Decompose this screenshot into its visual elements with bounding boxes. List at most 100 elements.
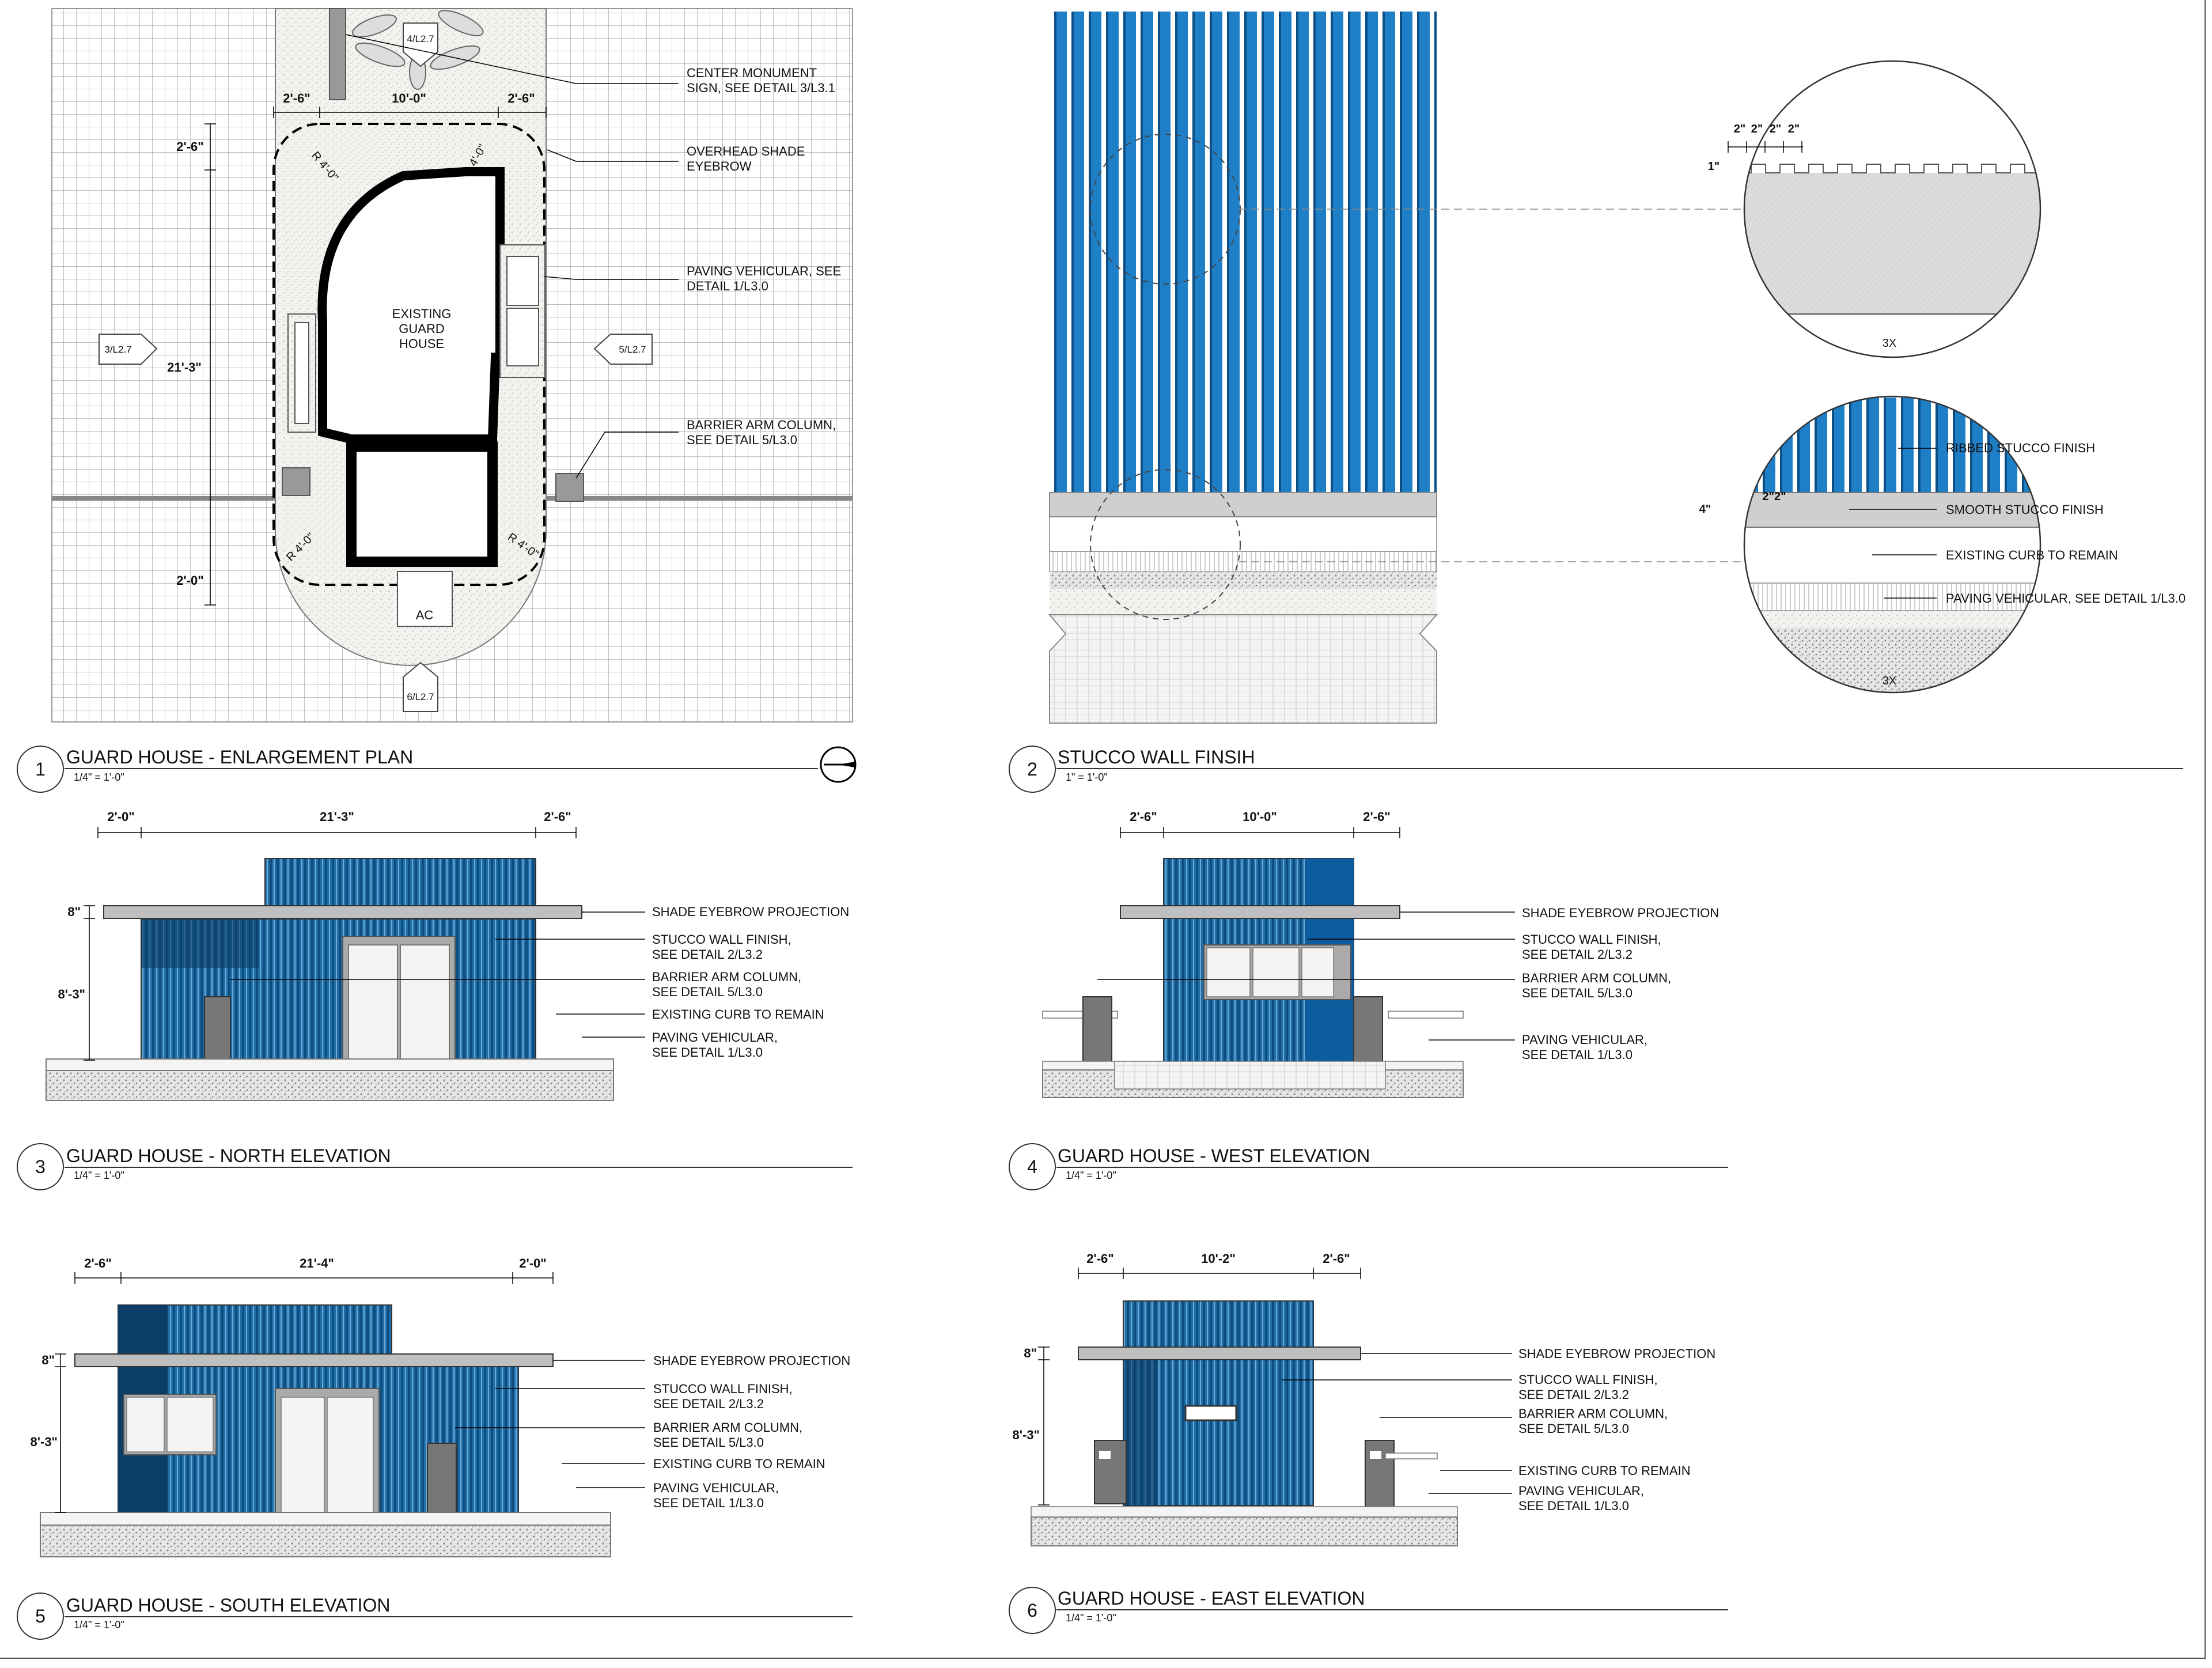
guard-house-label-2: GUARD — [399, 322, 444, 336]
detail-notes: RIBBED STUCCO FINISH SMOOTH STUCCO FINIS… — [1946, 441, 2186, 606]
svg-text:SEE DETAIL 1/L3.0: SEE DETAIL 1/L3.0 — [652, 1045, 763, 1060]
svg-text:BARRIER ARM COLUMN,: BARRIER ARM COLUMN, — [1518, 1406, 1668, 1421]
east-notes: SHADE EYEBROW PROJECTION STUCCO WALL FIN… — [1518, 1346, 1715, 1513]
svg-text:8": 8" — [67, 905, 81, 919]
svg-text:8": 8" — [41, 1353, 55, 1367]
plan-dim-long-v: 21'-3" — [167, 360, 202, 375]
view-title-1: 1 GUARD HOUSE - ENLARGEMENT PLAN 1/4" = … — [17, 746, 818, 793]
north-notes: SHADE EYEBROW PROJECTION STUCCO WALL FIN… — [652, 905, 849, 1060]
svg-text:4/L2.7: 4/L2.7 — [407, 33, 434, 44]
view-title-5: 5 GUARD HOUSE - SOUTH ELEVATION 1/4" = 1… — [17, 1593, 853, 1640]
ribbed-stucco-panel — [1050, 12, 1437, 493]
svg-text:2'-0": 2'-0" — [519, 1256, 546, 1270]
svg-text:BARRIER ARM COLUMN,: BARRIER ARM COLUMN, — [653, 1420, 802, 1435]
svg-text:PAVING VEHICULAR, SEE: PAVING VEHICULAR, SEE — [687, 264, 841, 278]
enlarged-base-detail — [1744, 396, 2040, 693]
view-title-6: 6 GUARD HOUSE - EAST ELEVATION 1/4" = 1'… — [1009, 1587, 1728, 1634]
north-eyebrow — [103, 905, 582, 919]
svg-text:PAVING VEHICULAR,: PAVING VEHICULAR, — [653, 1481, 779, 1495]
overhead-eyebrow-outline — [272, 123, 546, 586]
view-title-4: 4 GUARD HOUSE - WEST ELEVATION 1/4" = 1'… — [1009, 1143, 1728, 1190]
svg-text:SHADE EYEBROW PROJECTION: SHADE EYEBROW PROJECTION — [652, 905, 849, 919]
svg-text:CENTER MONUMENT: CENTER MONUMENT — [687, 66, 817, 80]
plan-dim-left: 2'-6" — [283, 91, 310, 105]
svg-text:8'-3": 8'-3" — [1013, 1428, 1040, 1442]
svg-text:SEE DETAIL 5/L3.0: SEE DETAIL 5/L3.0 — [1522, 986, 1633, 1000]
plan-dim-mid: 10'-0" — [392, 91, 426, 105]
svg-text:SEE DETAIL 2/L3.2: SEE DETAIL 2/L3.2 — [653, 1397, 764, 1411]
svg-text:8'-3": 8'-3" — [58, 987, 85, 1001]
south-notes: SHADE EYEBROW PROJECTION STUCCO WALL FIN… — [653, 1353, 850, 1510]
svg-text:1/4" = 1'-0": 1/4" = 1'-0" — [1066, 1612, 1116, 1624]
svg-text:2'-6": 2'-6" — [1130, 810, 1157, 824]
view-title-2: 2 STUCCO WALL FINSIH 1" = 1'-0" — [1009, 746, 2183, 793]
svg-text:8'-3": 8'-3" — [31, 1435, 58, 1449]
rib-depth-dim: 1" — [1708, 160, 1720, 173]
svg-text:RIBBED STUCCO FINISH: RIBBED STUCCO FINISH — [1946, 441, 2095, 455]
svg-text:PAVING VEHICULAR, SEE DETAIL 1: PAVING VEHICULAR, SEE DETAIL 1/L3.0 — [1946, 591, 2186, 606]
svg-text:GUARD HOUSE - SOUTH ELEVATION: GUARD HOUSE - SOUTH ELEVATION — [66, 1595, 390, 1616]
svg-text:GUARD HOUSE - ENLARGEMENT PLAN: GUARD HOUSE - ENLARGEMENT PLAN — [66, 747, 413, 767]
svg-text:SEE DETAIL 5/L3.0: SEE DETAIL 5/L3.0 — [652, 985, 763, 999]
svg-text:BARRIER ARM COLUMN,: BARRIER ARM COLUMN, — [652, 970, 801, 984]
plan-dim-top-v: 2'-6" — [176, 139, 203, 154]
svg-text:PAVING VEHICULAR,: PAVING VEHICULAR, — [1518, 1484, 1644, 1498]
svg-text:EXISTING CURB TO REMAIN: EXISTING CURB TO REMAIN — [652, 1007, 824, 1022]
svg-text:SEE DETAIL 5/L3.0: SEE DETAIL 5/L3.0 — [687, 433, 797, 447]
svg-text:OVERHEAD SHADE: OVERHEAD SHADE — [687, 144, 805, 158]
svg-text:8": 8" — [1024, 1346, 1037, 1360]
monument-sign — [329, 8, 346, 100]
svg-text:1" = 1'-0": 1" = 1'-0" — [1066, 771, 1108, 783]
svg-text:SHADE EYEBROW PROJECTION: SHADE EYEBROW PROJECTION — [653, 1353, 850, 1368]
svg-text:5: 5 — [35, 1606, 46, 1627]
guard-house-label-1: EXISTING — [392, 307, 452, 321]
svg-text:SEE DETAIL 5/L3.0: SEE DETAIL 5/L3.0 — [653, 1435, 764, 1450]
svg-text:GUARD HOUSE - WEST ELEVATION: GUARD HOUSE - WEST ELEVATION — [1058, 1145, 1370, 1166]
svg-text:SHADE EYEBROW PROJECTION: SHADE EYEBROW PROJECTION — [1522, 906, 1719, 920]
stucco-detail-view: 2" 2" 2" 2" 1" 3X 4" 2"2" 3X RIBBED STUC… — [1048, 12, 2186, 724]
rib-dim-4: 2" — [1788, 123, 1800, 135]
east-elevation: 2'-6" 10'-2" 2'-6" 8" 8'-3" SHADE EYEBRO… — [1013, 1251, 1715, 1546]
svg-text:GUARD HOUSE - EAST ELEVATION: GUARD HOUSE - EAST ELEVATION — [1058, 1588, 1365, 1609]
svg-text:SEE DETAIL 2/L3.2: SEE DETAIL 2/L3.2 — [1518, 1387, 1629, 1402]
svg-text:PAVING VEHICULAR,: PAVING VEHICULAR, — [1522, 1032, 1647, 1047]
svg-text:2'-6": 2'-6" — [1323, 1251, 1350, 1266]
svg-text:STUCCO WALL FINISH,: STUCCO WALL FINISH, — [652, 932, 791, 947]
svg-text:EXISTING CURB TO REMAIN: EXISTING CURB TO REMAIN — [1518, 1463, 1691, 1478]
ac-label: AC — [416, 608, 434, 622]
svg-text:6/L2.7: 6/L2.7 — [407, 691, 434, 702]
south-eyebrow — [74, 1353, 554, 1367]
svg-text:5/L2.7: 5/L2.7 — [619, 344, 646, 355]
svg-text:2'-6": 2'-6" — [84, 1256, 111, 1270]
svg-text:STUCCO WALL FINISH,: STUCCO WALL FINISH, — [1518, 1372, 1658, 1387]
east-eyebrow — [1078, 1346, 1361, 1360]
smooth-stucco-band — [1049, 492, 1437, 517]
detail-scale-bottom: 3X — [1883, 675, 1896, 687]
svg-text:1/4" = 1'-0": 1/4" = 1'-0" — [1066, 1170, 1116, 1181]
plan-notes: CENTER MONUMENT SIGN, SEE DETAIL 3/L3.1 … — [687, 66, 841, 447]
svg-text:EYEBROW: EYEBROW — [687, 159, 752, 173]
svg-text:21'-4": 21'-4" — [300, 1256, 334, 1270]
svg-text:GUARD HOUSE - NORTH ELEVATION: GUARD HOUSE - NORTH ELEVATION — [66, 1145, 391, 1166]
svg-text:STUCCO WALL FINSIH: STUCCO WALL FINSIH — [1058, 747, 1255, 767]
north-arrow-icon — [820, 746, 857, 783]
guard-house-walls — [317, 167, 505, 444]
svg-text:21'-3": 21'-3" — [320, 810, 354, 824]
svg-text:SHADE EYEBROW PROJECTION: SHADE EYEBROW PROJECTION — [1518, 1346, 1715, 1361]
view-title-3: 3 GUARD HOUSE - NORTH ELEVATION 1/4" = 1… — [17, 1143, 853, 1190]
svg-text:2'-0": 2'-0" — [107, 810, 134, 824]
smooth-height-dim: 4" — [1699, 503, 1711, 516]
svg-text:SEE DETAIL 5/L3.0: SEE DETAIL 5/L3.0 — [1518, 1421, 1629, 1436]
svg-text:BARRIER ARM COLUMN,: BARRIER ARM COLUMN, — [687, 418, 836, 432]
west-notes: SHADE EYEBROW PROJECTION STUCCO WALL FIN… — [1522, 906, 1719, 1062]
svg-text:PAVING VEHICULAR,: PAVING VEHICULAR, — [652, 1030, 778, 1045]
svg-text:SEE DETAIL 2/L3.2: SEE DETAIL 2/L3.2 — [652, 947, 763, 962]
north-elevation: 2'-0" 21'-3" 2'-6" 8" 8'-3" SHADE EYEBRO… — [46, 810, 849, 1101]
callout-south: 6/L2.7 — [403, 661, 438, 712]
svg-text:2'-6": 2'-6" — [544, 810, 571, 824]
guard-house-label-3: HOUSE — [399, 336, 444, 351]
plan-bottom-room — [346, 441, 498, 567]
svg-text:SEE DETAIL 1/L3.0: SEE DETAIL 1/L3.0 — [653, 1496, 764, 1510]
plan-view: AC EXISTING GUARD HOUSE 4/L2.7 3/L2.7 5/… — [51, 8, 857, 783]
